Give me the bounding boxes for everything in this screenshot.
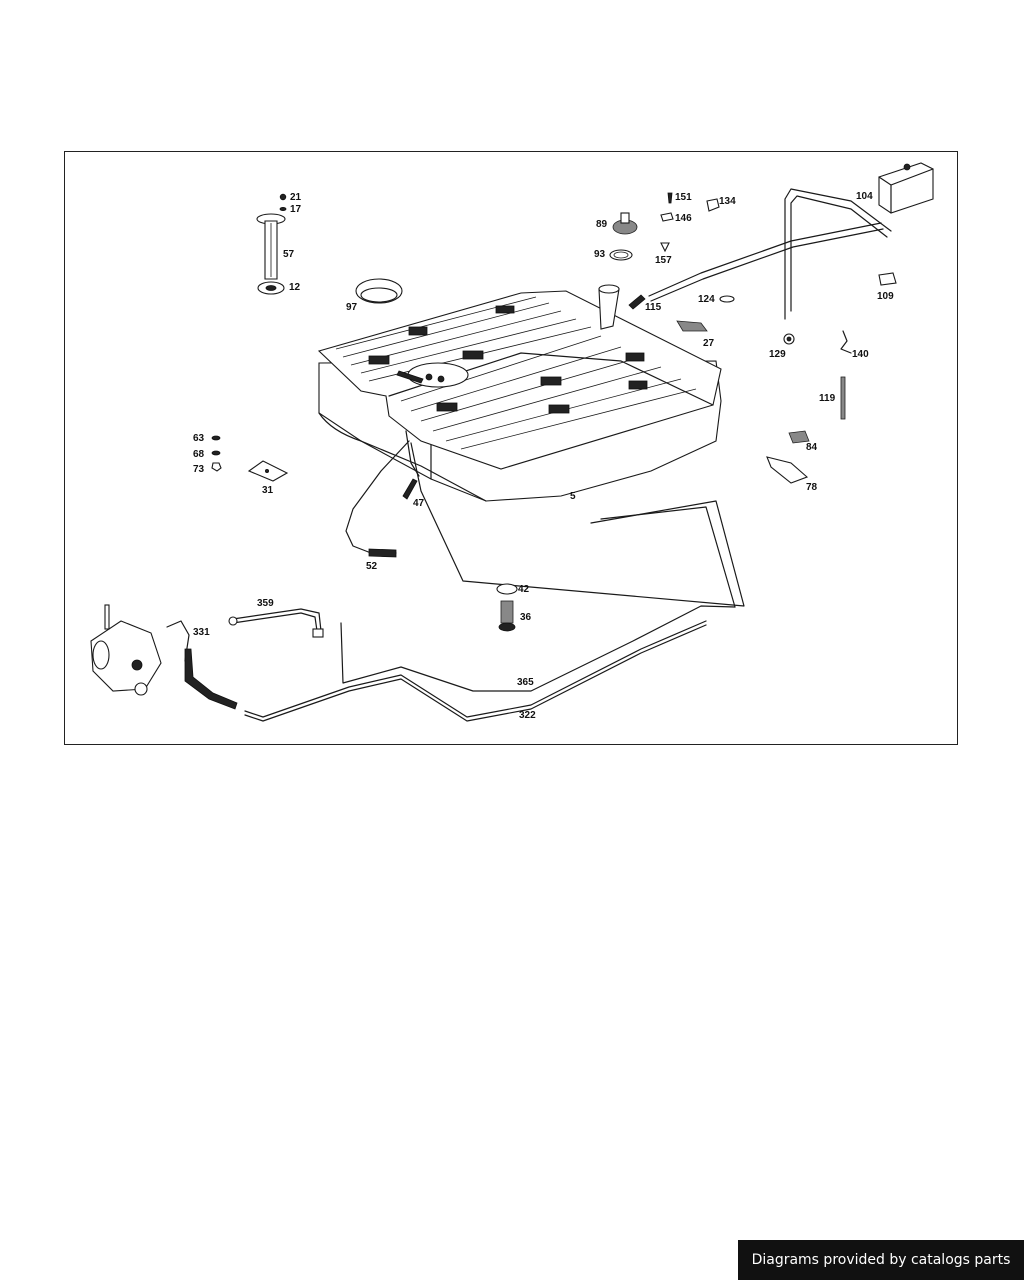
fuel-line-part-52[interactable] xyxy=(345,440,410,558)
rod-part-119[interactable] xyxy=(840,376,846,420)
expansion-tank-part-104[interactable] xyxy=(878,162,934,214)
footer-banner: Diagrams provided by catalogs parts xyxy=(738,1240,1024,1280)
clip-part-134[interactable] xyxy=(706,198,720,212)
clamp-part-140[interactable] xyxy=(840,330,852,354)
label-17: 17 xyxy=(290,204,302,215)
label-134: 134 xyxy=(719,196,736,207)
label-93: 93 xyxy=(594,249,606,260)
label-5: 5 xyxy=(570,491,576,502)
clip-part-146[interactable] xyxy=(660,212,674,222)
nut-part-21[interactable] xyxy=(279,193,287,201)
label-68: 68 xyxy=(193,449,205,460)
label-73: 73 xyxy=(193,464,205,475)
gasket-part-93[interactable] xyxy=(609,249,633,261)
return-line xyxy=(410,442,745,608)
ring-part-42[interactable] xyxy=(496,583,518,595)
washer-part-68[interactable] xyxy=(211,450,221,456)
label-119: 119 xyxy=(819,393,836,404)
label-97: 97 xyxy=(346,302,358,313)
label-104: 104 xyxy=(856,191,873,202)
grommet-part-124[interactable] xyxy=(719,295,735,303)
label-27: 27 xyxy=(703,338,715,349)
label-63: 63 xyxy=(193,433,205,444)
sender-unit-part-57[interactable] xyxy=(256,213,286,280)
label-146: 146 xyxy=(675,213,692,224)
label-21: 21 xyxy=(290,192,302,203)
strap-part-78[interactable] xyxy=(766,456,809,484)
hose-part-47[interactable] xyxy=(402,478,418,500)
label-89: 89 xyxy=(596,219,608,230)
hose-part-115[interactable] xyxy=(628,294,646,310)
cap-part-97[interactable] xyxy=(355,278,403,304)
screw-part-151[interactable] xyxy=(667,192,673,204)
label-47: 47 xyxy=(413,498,425,509)
bracket-part-27[interactable] xyxy=(676,320,708,332)
label-124: 124 xyxy=(698,294,715,305)
label-359: 359 xyxy=(257,598,274,609)
line-part-365[interactable] xyxy=(340,605,736,692)
part-number-labels: 21 17 57 12 97 151 146 134 89 93 157 104… xyxy=(193,191,894,721)
filler-cap-part-89[interactable] xyxy=(612,212,638,235)
label-365: 365 xyxy=(517,677,534,688)
label-151: 151 xyxy=(675,192,692,203)
washer-part-17[interactable] xyxy=(279,206,287,211)
label-78: 78 xyxy=(806,482,818,493)
label-31: 31 xyxy=(262,485,274,496)
line-part-322[interactable] xyxy=(244,620,707,722)
footer-text: Diagrams provided by catalogs parts xyxy=(751,1252,1011,1268)
label-36: 36 xyxy=(520,612,532,623)
label-157: 157 xyxy=(655,255,672,266)
washer-part-63[interactable] xyxy=(211,435,221,441)
label-322: 322 xyxy=(519,710,536,721)
clip-part-157[interactable] xyxy=(660,242,670,253)
seal-part-12[interactable] xyxy=(257,281,285,295)
line-part-359[interactable] xyxy=(228,608,324,638)
fuel-system-diagram: 21 17 57 12 97 151 146 134 89 93 157 104… xyxy=(90,162,934,722)
diagram-frame: 21 17 57 12 97 151 146 134 89 93 157 104… xyxy=(64,151,958,745)
label-109: 109 xyxy=(877,291,894,302)
nut-part-73[interactable] xyxy=(211,462,222,472)
label-42: 42 xyxy=(518,584,530,595)
fuel-pump[interactable] xyxy=(90,604,162,696)
clip-part-109[interactable] xyxy=(878,272,897,286)
label-57: 57 xyxy=(283,249,295,260)
label-331: 331 xyxy=(193,627,210,638)
fitting-part-129[interactable] xyxy=(783,333,795,345)
label-12: 12 xyxy=(289,282,301,293)
label-52: 52 xyxy=(366,561,378,572)
label-84: 84 xyxy=(806,442,818,453)
fuel-tank-part-5[interactable] xyxy=(317,284,722,502)
filter-part-36[interactable] xyxy=(498,600,516,632)
hose-part-331[interactable] xyxy=(166,620,238,710)
label-140: 140 xyxy=(852,349,869,360)
label-115: 115 xyxy=(645,302,662,313)
label-129: 129 xyxy=(769,349,786,360)
vent-line xyxy=(648,188,892,320)
plate-part-31[interactable] xyxy=(247,460,289,482)
pad-part-84[interactable] xyxy=(788,430,810,444)
